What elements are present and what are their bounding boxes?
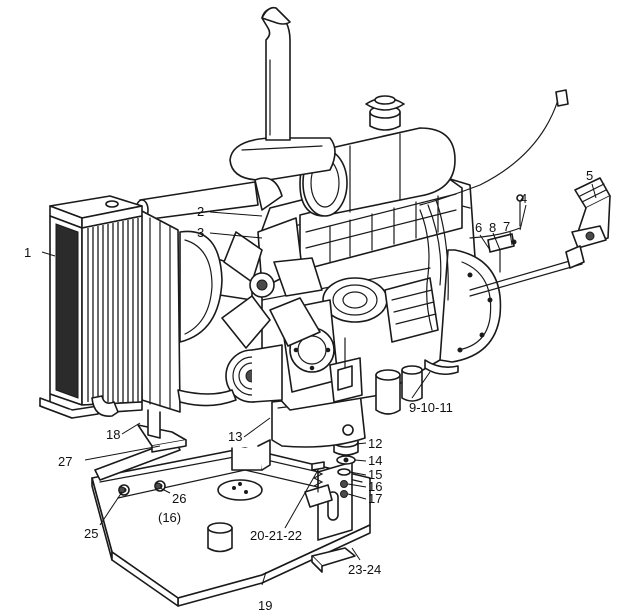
base-bolts-part — [118, 482, 162, 494]
callout-4: 4 — [520, 191, 527, 206]
callout-5: 5 — [586, 168, 593, 183]
callout-19: 19 — [258, 598, 272, 613]
lower-hose-part — [177, 389, 237, 407]
callout-25: 25 — [84, 526, 98, 541]
callout-9-10-11: 9-10-11 — [409, 400, 453, 415]
mount-spring-part — [304, 461, 333, 508]
callout-15: 15 — [368, 467, 382, 482]
radiator-part — [39, 195, 187, 453]
callout-27: 27 — [58, 454, 72, 469]
muffler-part — [229, 6, 336, 181]
callout-3: 3 — [197, 225, 204, 240]
radiator-fins — [87, 218, 139, 402]
callout-16-paren: (16) — [158, 510, 181, 525]
callout-6: 6 — [475, 220, 482, 235]
callout-13: 13 — [228, 429, 242, 444]
control-cable-part — [469, 227, 521, 239]
callout-26: 26 — [172, 491, 186, 506]
callout-7: 7 — [503, 219, 510, 234]
throttle-linkage-part — [419, 89, 611, 297]
callout-16: 16 — [368, 479, 382, 494]
fan-shroud-part — [179, 230, 223, 343]
leader-lines — [41, 183, 597, 586]
callout-12: 12 — [368, 436, 382, 451]
callout-23-24: 23-24 — [348, 562, 381, 577]
exhaust-pipe-part — [135, 177, 283, 221]
crank-pulley-part — [225, 344, 283, 403]
callout-2: 2 — [197, 204, 204, 219]
callout-1: 1 — [24, 245, 31, 260]
callout-20-21-22: 20-21-22 — [250, 528, 302, 543]
callout-18: 18 — [106, 427, 120, 442]
callout-8: 8 — [489, 220, 496, 235]
callout-14: 14 — [368, 453, 382, 468]
oil-filter-part — [375, 359, 459, 415]
callout-17: 17 — [368, 491, 382, 506]
base-frame-part — [91, 439, 371, 607]
engine-block-part — [261, 169, 502, 411]
callout-labels: 1 2 3 4 5 6 7 8 9-10-11 12 13 14 15 16 (… — [24, 168, 593, 613]
